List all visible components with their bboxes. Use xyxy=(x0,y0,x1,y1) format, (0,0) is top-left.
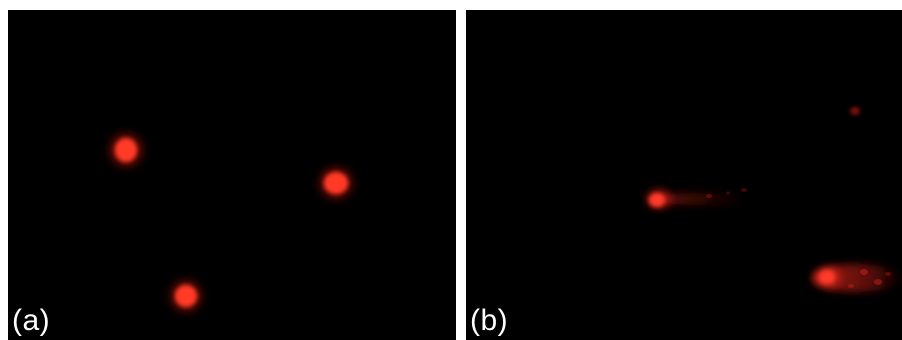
panel-a-label: (a) xyxy=(12,304,51,337)
panel-a: (a) xyxy=(8,10,456,340)
faint-spot-icon xyxy=(850,107,860,115)
comet-tail-icon xyxy=(646,188,749,209)
panel-b-label: (b) xyxy=(470,304,509,337)
panel-b-image xyxy=(646,107,900,292)
panel-a-image xyxy=(110,134,352,311)
panel-b: (b) xyxy=(466,10,902,340)
intact-nucleus-icon xyxy=(320,168,352,198)
comet-tail-icon xyxy=(812,264,900,292)
intact-nucleus-icon xyxy=(110,134,142,166)
intact-nucleus-icon xyxy=(171,281,201,311)
